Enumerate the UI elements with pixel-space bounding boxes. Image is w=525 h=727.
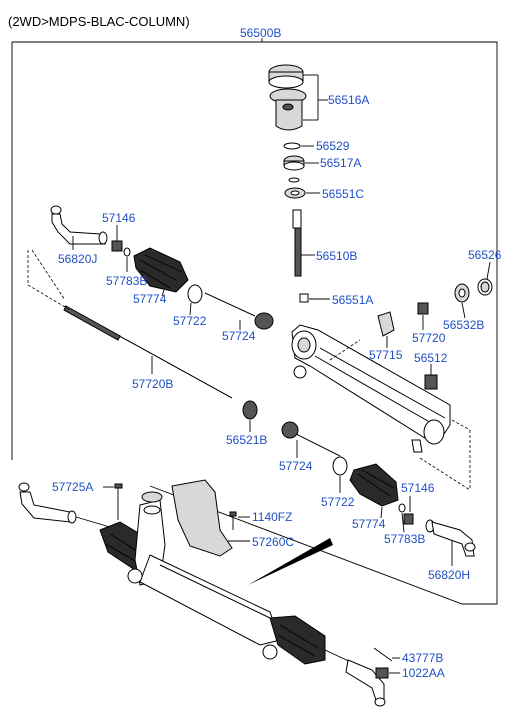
heat-shield-57260C-drawing bbox=[171, 479, 250, 557]
label-56517A[interactable]: 56517A bbox=[320, 156, 361, 170]
label-57260C[interactable]: 57260C bbox=[252, 535, 294, 549]
label-57715[interactable]: 57715 bbox=[369, 348, 403, 362]
pin-43777B-drawing bbox=[373, 647, 400, 662]
inner-tie-rod-57724a-drawing bbox=[204, 292, 274, 330]
label-56532B[interactable]: 56532B bbox=[443, 318, 484, 332]
bolt-1140FZ-drawing bbox=[229, 511, 250, 530]
tie-rod-end-56820J-drawing bbox=[50, 205, 108, 250]
rack-57720B-drawing bbox=[27, 249, 233, 399]
pinion-56510B-drawing bbox=[292, 209, 315, 277]
clip-57783Ba-drawing bbox=[123, 247, 131, 272]
label-56521B[interactable]: 56521B bbox=[226, 433, 267, 447]
boot-57774a-drawing bbox=[133, 247, 189, 297]
boot-57774b-drawing bbox=[349, 463, 399, 519]
bushing-56517A-drawing bbox=[283, 155, 319, 171]
label-56516A[interactable]: 56516A bbox=[328, 93, 369, 107]
label-57146-upper[interactable]: 57146 bbox=[102, 211, 136, 225]
cap-56526-drawing bbox=[477, 261, 493, 296]
bushing-56521B-drawing bbox=[242, 400, 258, 432]
label-1022AA[interactable]: 1022AA bbox=[402, 666, 445, 680]
label-56551A[interactable]: 56551A bbox=[332, 293, 373, 307]
label-57783B-lower[interactable]: 57783B bbox=[384, 532, 425, 546]
label-56820J[interactable]: 56820J bbox=[58, 252, 97, 266]
bolt-57725A-drawing bbox=[103, 483, 123, 520]
label-56510B[interactable]: 56510B bbox=[316, 249, 357, 263]
nut-57146b-drawing bbox=[403, 496, 414, 525]
nut-57720-drawing bbox=[417, 302, 429, 330]
label-1140FZ[interactable]: 1140FZ bbox=[252, 510, 292, 524]
label-57774-upper[interactable]: 57774 bbox=[133, 292, 167, 306]
diagram-title: (2WD>MDPS-BLAC-COLUMN) bbox=[8, 14, 190, 29]
label-57783B-upper[interactable]: 57783B bbox=[106, 274, 147, 288]
mount-56516A-drawing bbox=[268, 64, 328, 131]
ring-56551C-drawing bbox=[284, 177, 320, 199]
label-56551C[interactable]: 56551C bbox=[322, 187, 364, 201]
label-56529[interactable]: 56529 bbox=[316, 139, 350, 153]
label-56526[interactable]: 56526 bbox=[468, 248, 502, 262]
label-57720[interactable]: 57720 bbox=[412, 331, 446, 345]
clamp-57722a-drawing bbox=[187, 284, 203, 316]
label-57720B[interactable]: 57720B bbox=[132, 377, 173, 391]
label-57774-lower[interactable]: 57774 bbox=[352, 517, 386, 531]
label-57146-lower[interactable]: 57146 bbox=[401, 481, 435, 495]
label-57722-lower[interactable]: 57722 bbox=[321, 495, 355, 509]
tie-rod-end-56820H-drawing bbox=[425, 519, 476, 566]
yoke-57715-drawing bbox=[377, 311, 395, 348]
seal-56529-drawing bbox=[283, 142, 314, 150]
assembled-gear-drawing bbox=[18, 482, 386, 707]
label-57724-upper[interactable]: 57724 bbox=[222, 329, 256, 343]
housing-upper-drawing bbox=[291, 324, 471, 491]
label-57725A[interactable]: 57725A bbox=[52, 480, 93, 494]
label-57724-lower[interactable]: 57724 bbox=[279, 459, 313, 473]
wedge-pointer bbox=[248, 538, 333, 585]
inner-tie-rod-57724b-drawing bbox=[281, 421, 341, 458]
label-57722-upper[interactable]: 57722 bbox=[173, 314, 207, 328]
label-56820H[interactable]: 56820H bbox=[428, 568, 470, 582]
label-56512[interactable]: 56512 bbox=[414, 351, 448, 365]
clamp-57722b-drawing bbox=[332, 456, 348, 493]
yoke-56532B-drawing bbox=[454, 283, 470, 319]
clip-57783Bb-drawing bbox=[398, 503, 406, 533]
label-56500B[interactable]: 56500B bbox=[240, 26, 281, 40]
assembly-outline bbox=[11, 38, 498, 605]
plug-56551A-drawing bbox=[299, 293, 330, 303]
nut-57146a-drawing bbox=[111, 225, 123, 252]
nut-1022AA-drawing bbox=[375, 667, 400, 679]
label-43777B[interactable]: 43777B bbox=[402, 651, 443, 665]
plug-56512-drawing bbox=[424, 364, 438, 390]
